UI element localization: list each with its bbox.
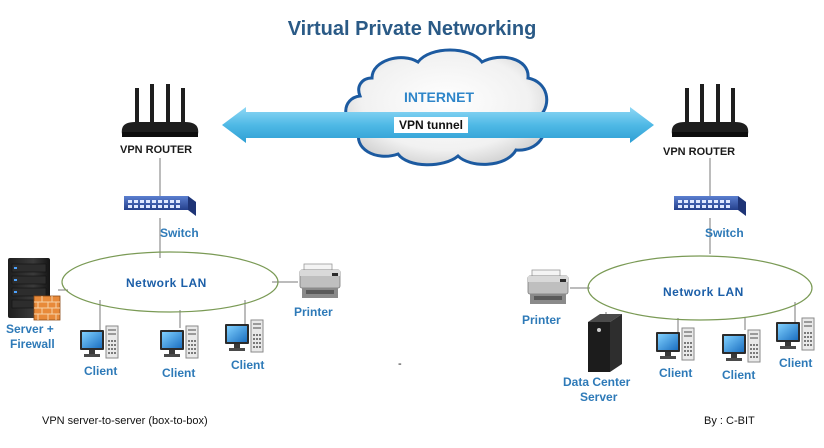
router-icon-left: [121, 84, 199, 137]
data-center-label-line2: Server: [580, 390, 618, 404]
diagram-title: Virtual Private Networking: [287, 18, 537, 40]
network-lan-ring-right: [587, 255, 813, 321]
switch-label-left: Switch: [160, 226, 199, 240]
client-icon-right-3: [775, 317, 815, 351]
client-label-right-3: Client: [779, 356, 813, 370]
server-firewall-label-line2: Firewall: [10, 337, 55, 351]
footer-caption: VPN server-to-server (box-to-box): [42, 415, 208, 427]
vpn-router-label-left: VPN ROUTER: [120, 144, 193, 156]
data-center-server-icon: [588, 314, 622, 372]
client-icon-left-2: [159, 325, 199, 359]
network-lan-label-left: Network LAN: [126, 276, 207, 290]
data-center-label-line1: Data Center: [563, 375, 631, 389]
client-label-right-2: Client: [722, 368, 756, 382]
client-icon-right-1: [655, 327, 695, 361]
client-icon-left-3: [224, 319, 264, 353]
vpn-tunnel-label: VPN tunnel: [394, 117, 469, 133]
printer-icon-left: [299, 263, 341, 299]
switch-icon-left: [124, 196, 196, 216]
internet-label: INTERNET: [404, 89, 474, 105]
printer-label-left: Printer: [294, 305, 333, 319]
client-label-left-2: Client: [162, 366, 196, 380]
switch-icon-right: [674, 196, 746, 216]
network-lan-ring-left: [61, 251, 279, 313]
server-firewall-icon: [8, 258, 61, 321]
router-icon-right: [671, 84, 749, 137]
client-label-left-3: Client: [231, 358, 265, 372]
switch-label-right: Switch: [705, 226, 744, 240]
printer-label-right: Printer: [522, 313, 561, 327]
client-label-left-1: Client: [84, 364, 118, 378]
network-lan-label-right: Network LAN: [663, 285, 744, 299]
internet-cloud: [344, 48, 549, 167]
client-label-right-1: Client: [659, 366, 693, 380]
printer-icon-right: [527, 269, 569, 305]
client-icon-right-2: [721, 329, 761, 363]
connection-lines: [58, 158, 796, 332]
client-icon-left-1: [79, 325, 119, 359]
server-firewall-label-line1: Server +: [6, 322, 54, 336]
separator-mark: -: [398, 358, 402, 370]
vpn-router-label-right: VPN ROUTER: [663, 146, 736, 158]
footer-credit: By : C-BIT: [704, 415, 755, 427]
